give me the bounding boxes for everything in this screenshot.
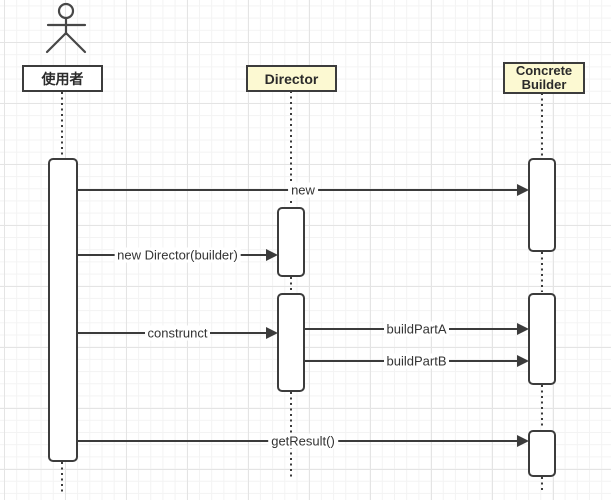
arrowhead-icon <box>517 355 529 367</box>
builder-activation-bar-2[interactable] <box>528 293 556 385</box>
director-activation-bar-1[interactable] <box>277 207 305 277</box>
participant-director[interactable]: Director <box>246 65 337 92</box>
message-new[interactable]: new <box>78 182 529 198</box>
participant-user[interactable]: 使用者 <box>22 65 103 92</box>
director-lifeline-segment <box>290 91 292 206</box>
arrowhead-icon <box>517 435 529 447</box>
message-label: construnct <box>144 325 211 341</box>
participant-director-label: Director <box>264 70 319 87</box>
message-label: buildPartA <box>383 321 450 337</box>
message-buildparta[interactable]: buildPartA <box>305 321 529 337</box>
builder-lifeline-segment <box>541 477 543 492</box>
message-buildpartb[interactable]: buildPartB <box>305 353 529 369</box>
user-lifeline-segment <box>61 92 63 157</box>
message-label: buildPartB <box>383 353 450 369</box>
message-construnct[interactable]: construnct <box>78 325 278 341</box>
message-label: new Director(builder) <box>114 247 241 263</box>
message-label: getResult() <box>268 433 338 449</box>
message-new-director[interactable]: new Director(builder) <box>78 247 278 263</box>
arrowhead-icon <box>517 184 529 196</box>
message-getresult[interactable]: getResult() <box>78 433 529 449</box>
message-label: new <box>288 182 318 198</box>
builder-activation-bar-1[interactable] <box>528 158 556 252</box>
builder-lifeline-segment <box>541 252 543 292</box>
arrowhead-icon <box>266 327 278 339</box>
director-lifeline-segment <box>290 277 292 292</box>
arrowhead-icon <box>266 249 278 261</box>
participant-concrete-builder-label: Concrete Builder <box>515 63 573 92</box>
builder-lifeline-segment <box>541 385 543 429</box>
builder-lifeline-segment <box>541 93 543 157</box>
actor-icon[interactable] <box>44 2 88 54</box>
user-lifeline-segment <box>61 462 63 493</box>
participant-concrete-builder[interactable]: Concrete Builder <box>503 62 585 94</box>
user-activation-bar[interactable] <box>48 158 78 462</box>
participant-user-label: 使用者 <box>41 70 84 87</box>
director-activation-bar-2[interactable] <box>277 293 305 392</box>
builder-activation-bar-3[interactable] <box>528 430 556 477</box>
arrowhead-icon <box>517 323 529 335</box>
